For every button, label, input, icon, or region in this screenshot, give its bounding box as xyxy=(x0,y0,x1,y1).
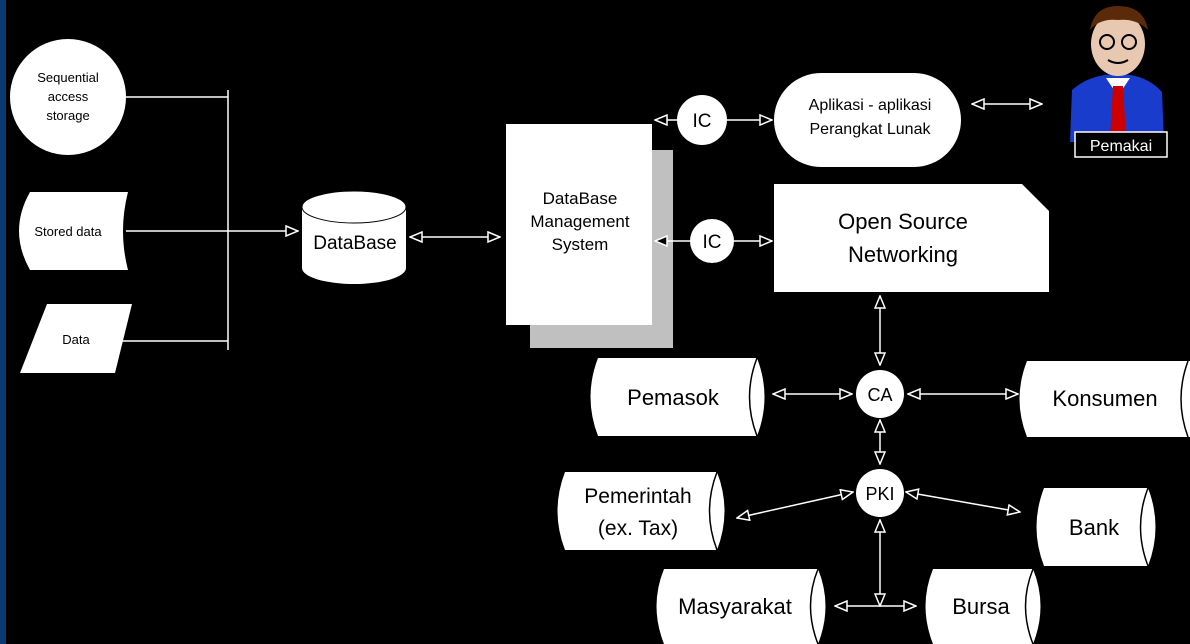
ic-mid-label: IC xyxy=(703,232,722,253)
pemasok-label: Pemasok xyxy=(627,385,720,410)
ca-node: CA xyxy=(856,370,904,418)
pemerintah-node: Pemerintah (ex. Tax) xyxy=(557,471,725,551)
bank-node: Bank xyxy=(1036,487,1156,567)
user-glasses-left xyxy=(1099,34,1115,50)
ic-top-label: IC xyxy=(693,111,712,132)
ca-label: CA xyxy=(867,385,892,405)
pki-bank-arrow xyxy=(906,492,1020,512)
pemerintah-label-1: Pemerintah xyxy=(584,485,691,508)
user-hair xyxy=(1090,6,1148,30)
bursa-label: Bursa xyxy=(952,594,1010,619)
bank-label: Bank xyxy=(1069,515,1120,540)
database-label: DataBase xyxy=(313,233,396,254)
user-glasses-right xyxy=(1121,34,1137,50)
user-label: Pemakai xyxy=(1090,138,1152,155)
sequential-label-2: access xyxy=(48,89,89,104)
konsumen-node: Konsumen xyxy=(1019,360,1190,438)
masyarakat-node: Masyarakat xyxy=(656,568,826,644)
data-label: Data xyxy=(62,332,90,347)
database-node: DataBase xyxy=(301,190,407,284)
bursa-node: Bursa xyxy=(925,568,1041,644)
masyarakat-label: Masyarakat xyxy=(678,594,792,619)
user-label-box: Pemakai xyxy=(1074,131,1168,158)
konsumen-label: Konsumen xyxy=(1052,386,1157,411)
sequential-access-storage-node: Sequential access storage xyxy=(10,39,126,155)
dbms-node: DataBase Management System xyxy=(506,124,673,348)
user-mouth xyxy=(1107,59,1129,64)
ic-mid-node: IC xyxy=(690,219,734,263)
data-node: Data xyxy=(20,304,132,373)
dbms-label-3: System xyxy=(552,235,609,254)
pki-label: PKI xyxy=(865,484,894,504)
source-bus xyxy=(112,90,298,350)
ic-top-node: IC xyxy=(677,95,727,145)
network-label-2: Networking xyxy=(848,242,958,267)
user-tie xyxy=(1110,86,1126,142)
sequential-label-3: storage xyxy=(46,108,89,123)
user-face xyxy=(1091,12,1145,76)
stored-data-label: Stored data xyxy=(34,224,102,239)
left-edge-strip xyxy=(0,0,6,644)
user-figure xyxy=(1070,6,1164,142)
sequential-label-1: Sequential xyxy=(37,70,99,85)
pki-node: PKI xyxy=(856,469,904,517)
network-node: Open Source Networking xyxy=(774,184,1049,292)
applications-label-1: Aplikasi - aplikasi xyxy=(809,97,932,114)
pemasok-node: Pemasok xyxy=(590,357,765,437)
stored-data-node: Stored data xyxy=(19,192,128,270)
pemerintah-pki-arrow xyxy=(737,492,853,518)
applications-node: Aplikasi - aplikasi Perangkat Lunak xyxy=(774,73,961,167)
applications-label-2: Perangkat Lunak xyxy=(810,121,932,138)
pemerintah-label-2: (ex. Tax) xyxy=(598,517,678,540)
network-label-1: Open Source xyxy=(838,209,968,234)
dbms-label-1: DataBase xyxy=(543,189,618,208)
dbms-label-2: Management xyxy=(530,212,630,231)
